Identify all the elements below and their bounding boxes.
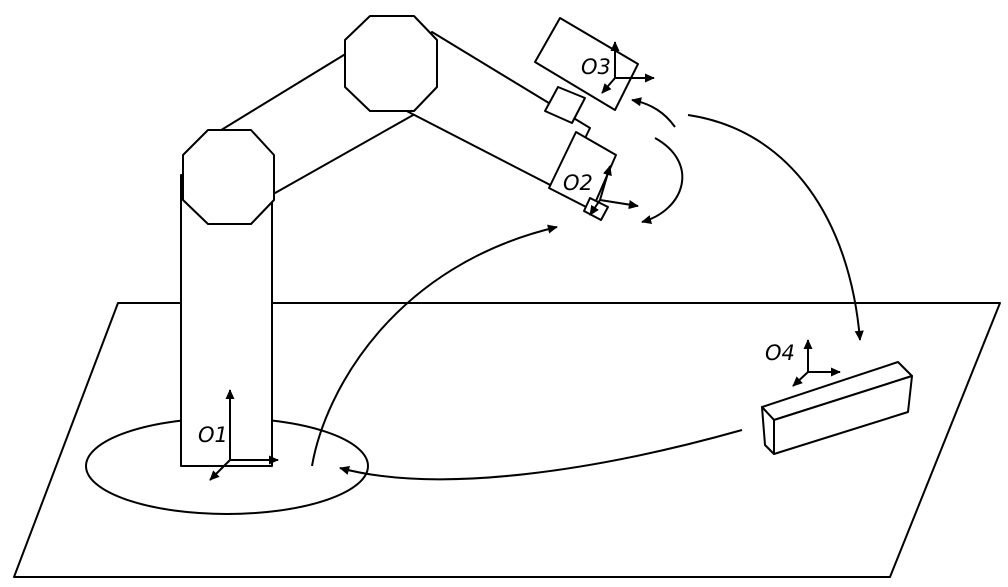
label-o4: O4 (765, 341, 795, 365)
arrow-base-to-gripper (311, 224, 558, 467)
workpiece-side (773, 375, 913, 455)
frame-o3-axes (601, 41, 655, 94)
joint-2 (344, 15, 438, 112)
label-o3: O3 (581, 55, 611, 79)
arrow-workpiece-to-base (339, 429, 743, 481)
arrow-camera-to-workpiece (687, 114, 864, 341)
label-o1: O1 (198, 423, 228, 447)
frame-o2-axes (589, 165, 639, 216)
joint-1 (182, 129, 275, 225)
frame-o4-axes (792, 339, 841, 387)
arrow-to-camera (631, 97, 676, 128)
frame-o1-axes (209, 389, 279, 481)
camera-mount (544, 86, 586, 124)
label-o2: O2 (563, 171, 593, 195)
arrow-camera-to-gripper (641, 137, 684, 224)
